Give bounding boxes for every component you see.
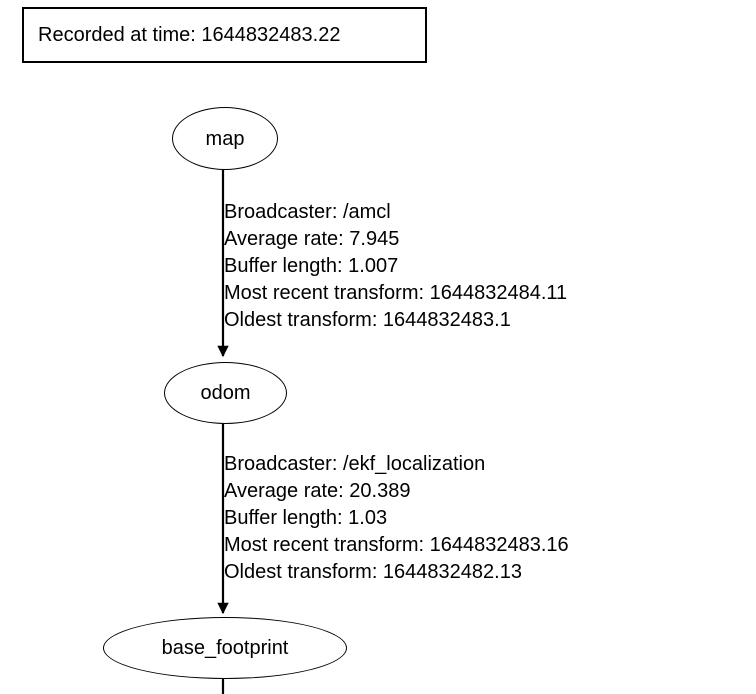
tf-frame-node-label: base_footprint [161, 637, 289, 659]
edge-label-odom-to-base-footprint: Broadcaster: /ekf_localization Average r… [224, 451, 569, 586]
tf-frame-node-label: odom [200, 382, 251, 404]
edge-label-map-to-odom: Broadcaster: /amcl Average rate: 7.945 B… [224, 199, 567, 334]
recorded-at-time-box: Recorded at time: 1644832483.22 [22, 7, 427, 63]
edge-label-broadcaster: Broadcaster: /amcl [224, 201, 391, 223]
edge-label-oldest-transform: Oldest transform: 1644832483.1 [224, 309, 511, 331]
tf-frame-node-label: map [205, 127, 245, 150]
tf-frame-node-map[interactable]: map [172, 107, 278, 170]
tf-frame-node-base-footprint[interactable]: base_footprint [103, 617, 347, 679]
recorded-at-time-label: Recorded at time: 1644832483.22 [38, 24, 341, 46]
tf-frame-node-odom[interactable]: odom [164, 362, 287, 424]
edge-label-oldest-transform: Oldest transform: 1644832482.13 [224, 561, 522, 583]
edge-label-buffer-length: Buffer length: 1.007 [224, 255, 399, 277]
edge-label-broadcaster: Broadcaster: /ekf_localization [224, 453, 486, 475]
edge-label-buffer-length: Buffer length: 1.03 [224, 507, 388, 529]
edge-label-most-recent-transform: Most recent transform: 1644832483.16 [224, 534, 569, 556]
edge-label-average-rate: Average rate: 7.945 [224, 228, 400, 250]
edge-label-average-rate: Average rate: 20.389 [224, 480, 411, 502]
edge-label-most-recent-transform: Most recent transform: 1644832484.11 [224, 282, 568, 304]
